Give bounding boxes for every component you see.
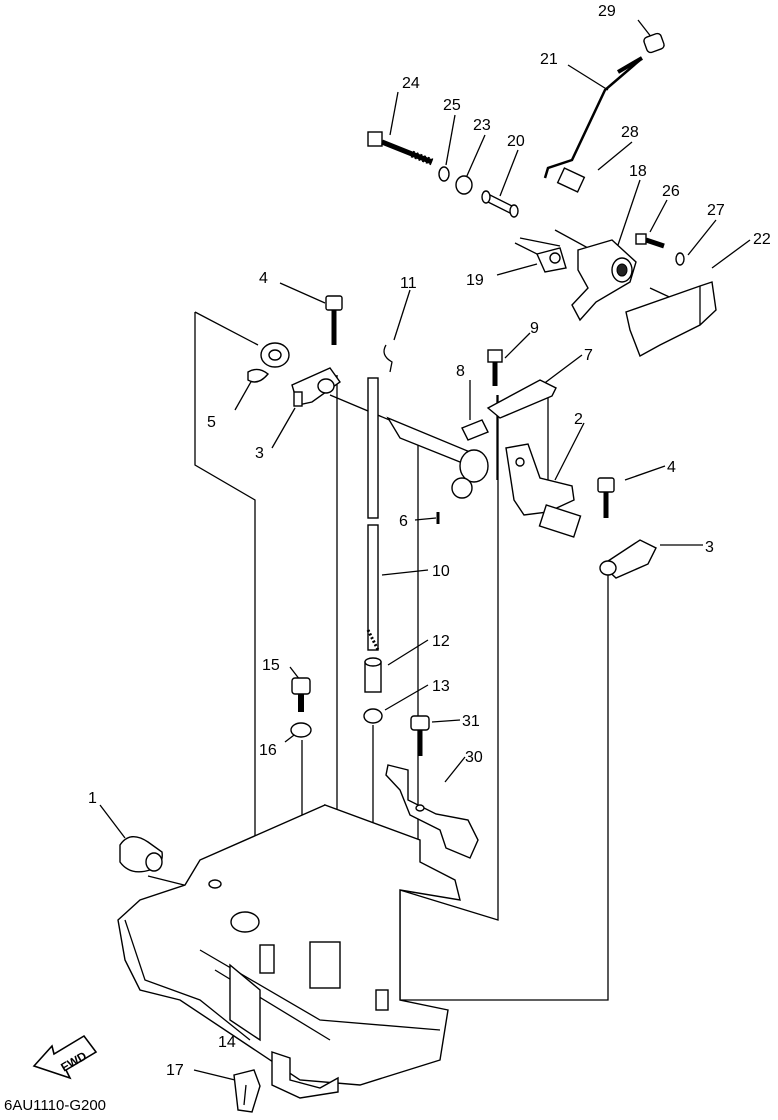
part-28-clip bbox=[556, 167, 586, 193]
leader-lines bbox=[99, 19, 751, 1081]
callout-18: 18 bbox=[629, 163, 647, 180]
callout-15: 15 bbox=[262, 657, 280, 674]
part-17-clip bbox=[233, 1069, 261, 1113]
part-3-joint-right bbox=[599, 539, 657, 579]
callout-4b: 4 bbox=[667, 459, 676, 476]
part-23-washer bbox=[455, 175, 473, 195]
callout-28: 28 bbox=[621, 124, 639, 141]
callout-6: 6 bbox=[399, 513, 408, 530]
part-12-collar bbox=[364, 657, 382, 693]
callout-20: 20 bbox=[507, 133, 525, 150]
callout-30: 30 bbox=[465, 749, 483, 766]
part-shift-shaft bbox=[386, 416, 489, 499]
callout-24: 24 bbox=[402, 75, 420, 92]
part-10-shift-rod bbox=[366, 377, 380, 651]
diagram-code: 6AU1110-G200 bbox=[4, 1097, 106, 1114]
part-30-bracket bbox=[385, 764, 479, 859]
part-19-collar bbox=[536, 247, 567, 273]
part-1-grommet bbox=[119, 836, 163, 873]
part-9-bolt bbox=[487, 349, 503, 386]
part-5-clip bbox=[247, 342, 290, 383]
callout-5: 5 bbox=[207, 414, 216, 431]
callout-27: 27 bbox=[707, 202, 725, 219]
part-29-cap bbox=[643, 32, 665, 54]
callout-23: 23 bbox=[473, 117, 491, 134]
part-8-plate bbox=[461, 419, 489, 441]
callout-labels: 29 21 24 25 23 20 28 18 26 27 22 19 4 11… bbox=[88, 3, 771, 1079]
callout-10: 10 bbox=[432, 563, 450, 580]
callout-4a: 4 bbox=[259, 270, 268, 287]
callout-26: 26 bbox=[662, 183, 680, 200]
part-24-bolt bbox=[367, 131, 434, 166]
callout-29: 29 bbox=[598, 3, 616, 20]
callout-1: 1 bbox=[88, 790, 97, 807]
callout-31: 31 bbox=[462, 713, 480, 730]
part-3-joint-left bbox=[291, 367, 341, 407]
fwd-arrow-icon: FWD bbox=[32, 1034, 98, 1080]
callout-7: 7 bbox=[584, 347, 593, 364]
callout-17: 17 bbox=[166, 1062, 184, 1079]
part-11-pin bbox=[383, 344, 393, 373]
part-27-washer bbox=[675, 252, 685, 266]
callout-19: 19 bbox=[466, 272, 484, 289]
part-13-nut bbox=[363, 708, 383, 724]
part-14-bracket bbox=[271, 1051, 339, 1099]
callout-14: 14 bbox=[218, 1034, 236, 1051]
part-20-pipe bbox=[481, 190, 519, 218]
part-25-washer bbox=[438, 166, 450, 182]
part-2-shift-cam bbox=[505, 443, 582, 538]
part-7-plate bbox=[486, 379, 557, 419]
part-4-bolt-right bbox=[597, 477, 615, 518]
part-21-link-rod bbox=[543, 56, 644, 179]
part-15-bolt bbox=[291, 677, 311, 712]
callout-16: 16 bbox=[259, 742, 277, 759]
callout-9: 9 bbox=[530, 320, 539, 337]
part-26-bolt bbox=[635, 233, 665, 249]
callout-3a: 3 bbox=[255, 445, 264, 462]
callout-12: 12 bbox=[432, 633, 450, 650]
callout-2: 2 bbox=[574, 411, 583, 428]
callout-11: 11 bbox=[400, 275, 417, 292]
callout-8: 8 bbox=[456, 363, 465, 380]
part-16-washer bbox=[290, 722, 312, 738]
callout-21: 21 bbox=[540, 51, 558, 68]
part-4-bolt-left bbox=[325, 295, 343, 345]
part-31-bolt bbox=[410, 715, 430, 756]
callout-22: 22 bbox=[753, 231, 771, 248]
callout-25: 25 bbox=[443, 97, 461, 114]
callout-13: 13 bbox=[432, 678, 450, 695]
part-18-lever bbox=[571, 239, 637, 322]
part-22-bracket bbox=[625, 281, 717, 357]
callout-3b: 3 bbox=[705, 539, 714, 556]
lower-casing bbox=[117, 804, 461, 1086]
